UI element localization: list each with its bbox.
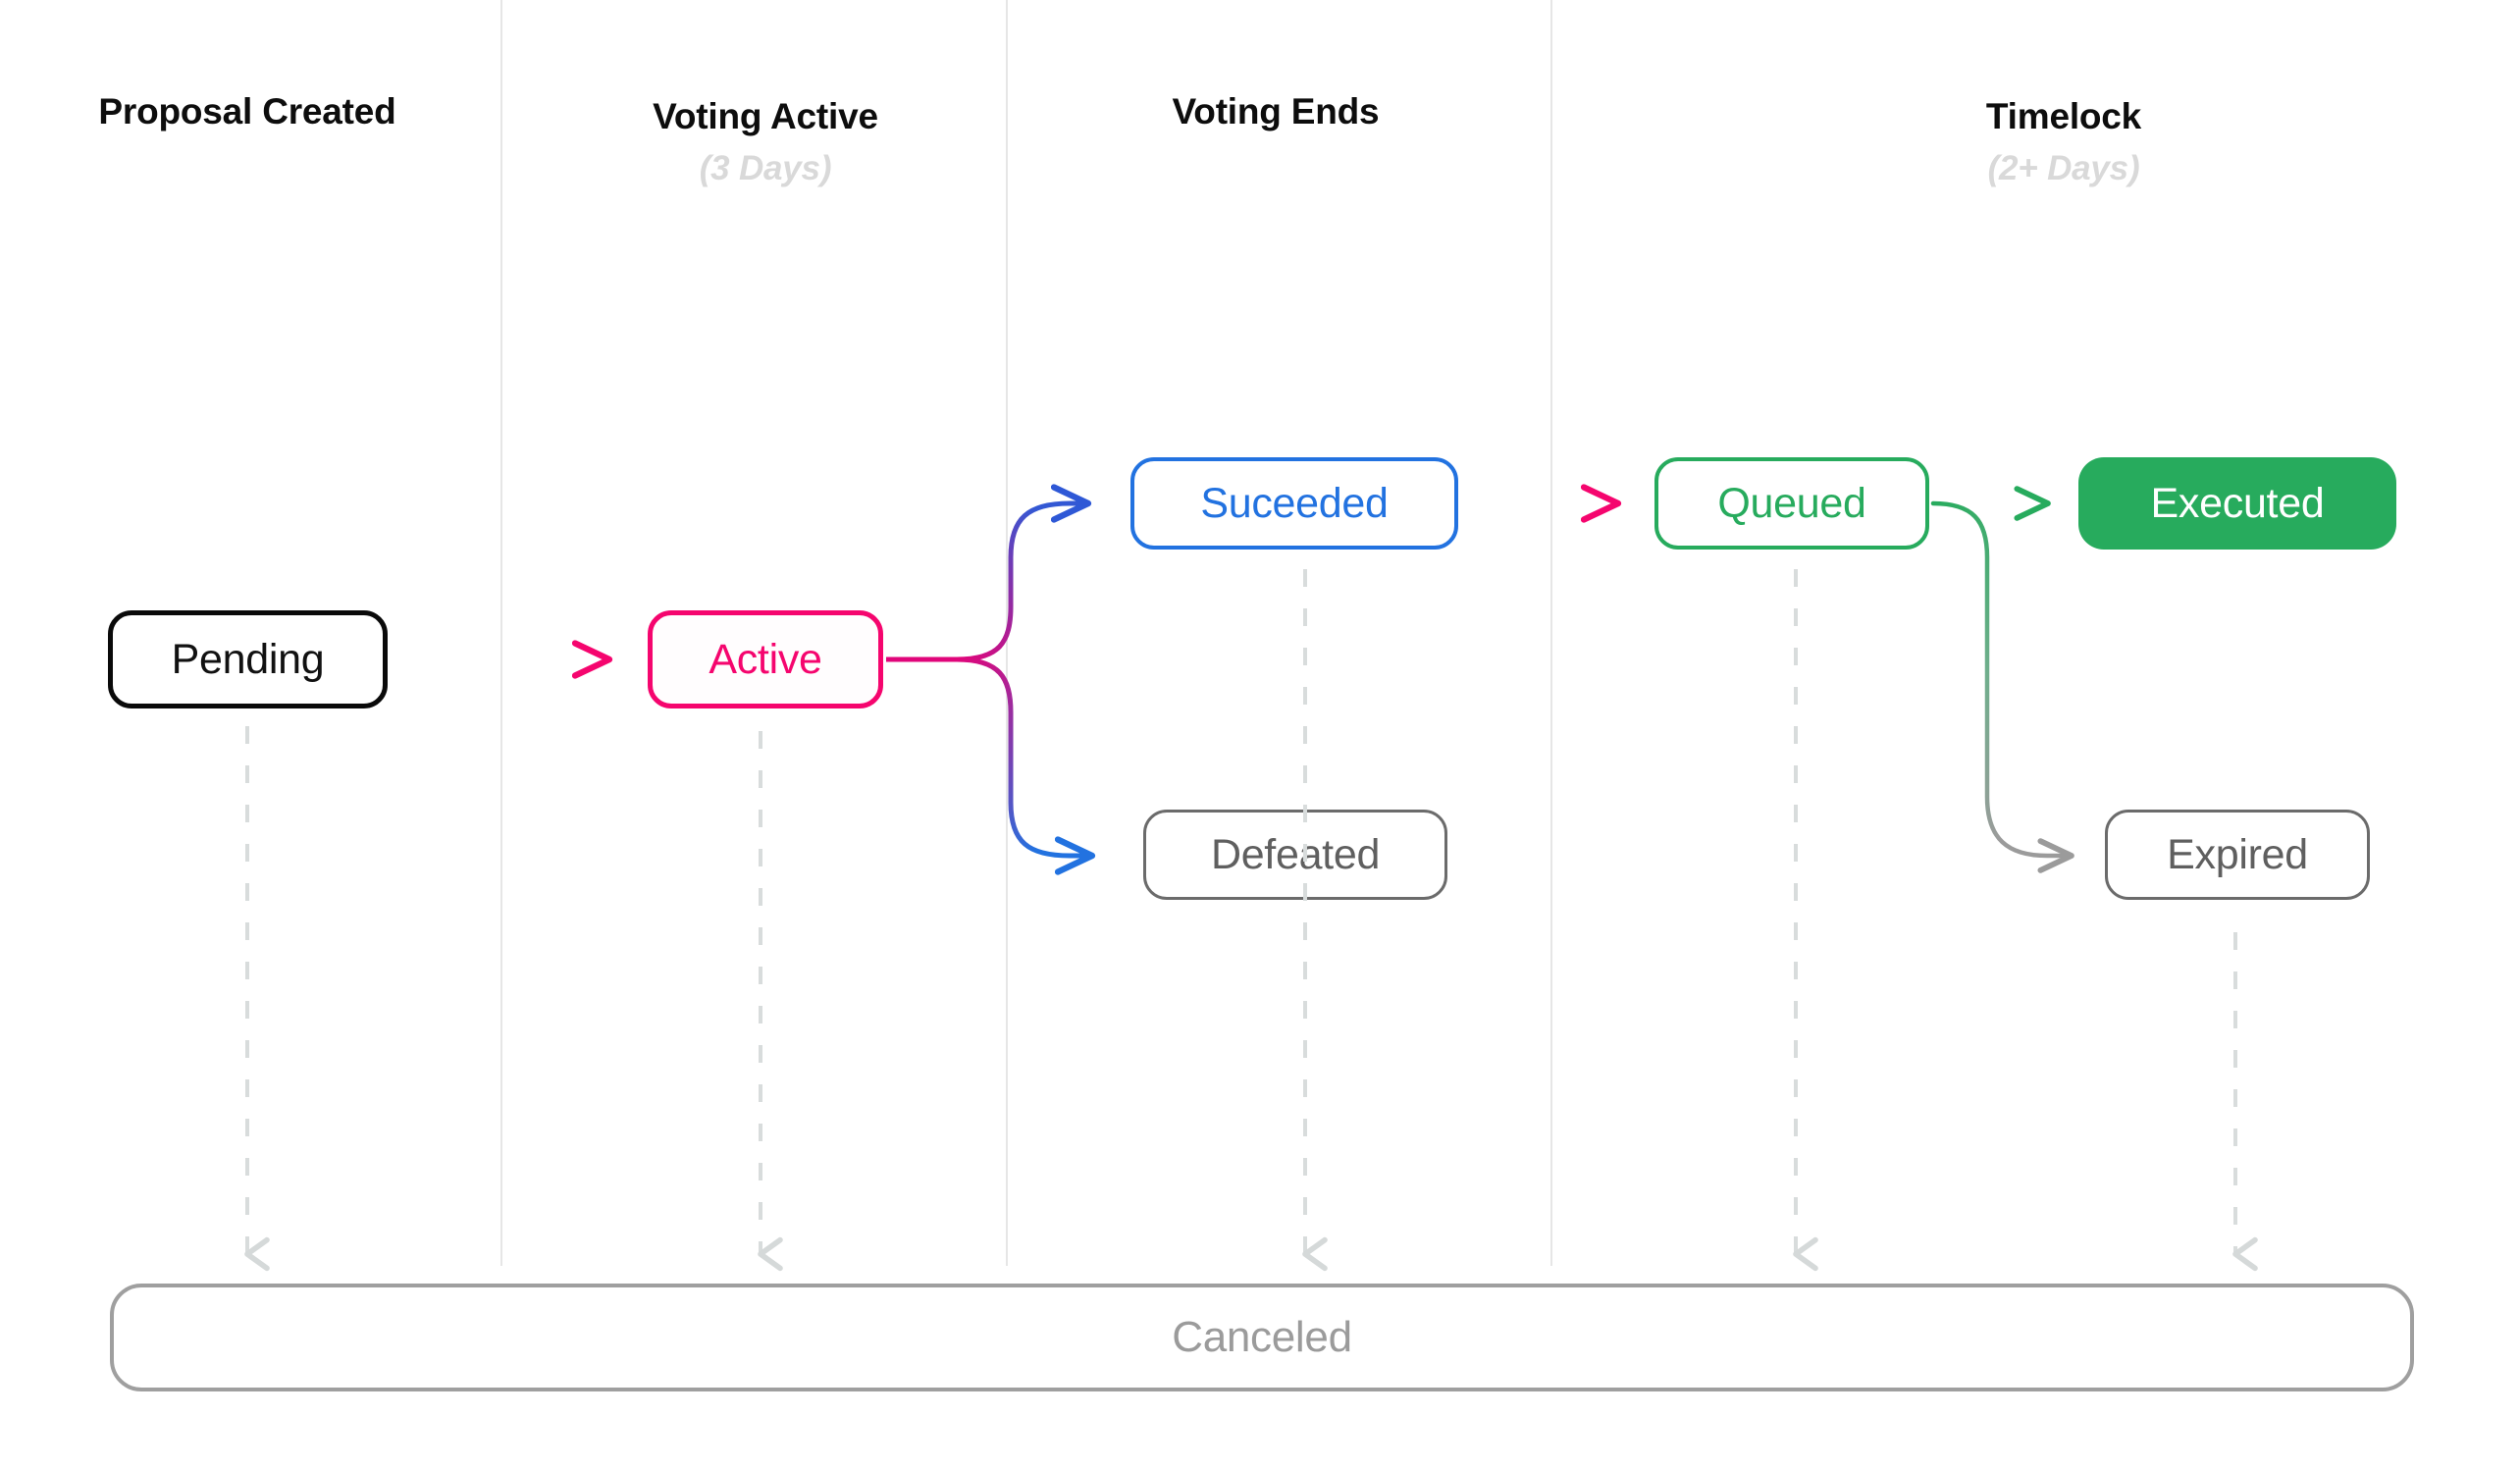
phase-header-proposal-created: Proposal Created [98,91,396,131]
node-expired[interactable]: Expired [2105,810,2370,900]
phase-title: Proposal Created [98,91,396,131]
node-label: Canceled [1172,1313,1352,1361]
drop-line-group [244,569,2258,1272]
node-canceled[interactable]: Canceled [110,1284,2414,1391]
node-label: Suceeded [1200,479,1389,527]
node-defeated[interactable]: Defeated [1143,810,1447,900]
edge-queued-to-expired [1930,500,2071,856]
node-queued[interactable]: Queued [1654,457,1929,550]
phase-title: Voting Ends [1172,91,1380,131]
phase-title: Timelock [1985,96,2142,136]
phase-header-voting-ends: Voting Ends [1172,91,1380,131]
node-label: Pending [171,635,325,683]
node-label: Defeated [1210,830,1381,878]
edge-active-to-suceeded [954,503,1087,662]
node-active[interactable]: Active [648,610,883,708]
node-label: Expired [2167,830,2308,878]
phase-title: Voting Active [653,96,878,136]
node-label: Active [709,635,822,683]
node-label: Queued [1717,479,1866,527]
node-pending[interactable]: Pending [108,610,388,708]
node-suceeded[interactable]: Suceeded [1130,457,1458,550]
column-divider-3 [1550,0,1552,1266]
edge-active-to-defeated [954,656,1091,856]
phase-subtitle: (2+ Days) [1987,148,2140,187]
node-label: Executed [2150,479,2325,527]
node-executed[interactable]: Executed [2078,457,2396,550]
phase-subtitle: (3 Days) [699,148,832,187]
phase-header-voting-active: Voting Active (3 Days) [653,96,878,187]
column-divider-2 [1006,0,1008,1266]
phase-header-timelock: Timelock (2+ Days) [1985,96,2142,187]
column-divider-1 [500,0,502,1266]
